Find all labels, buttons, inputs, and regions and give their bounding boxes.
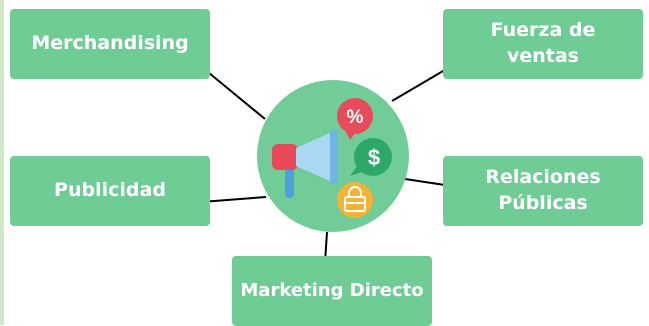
node-fuerza-de-ventas: Fuerza de ventas: [443, 9, 643, 79]
node-label-relaciones-publicas: Relaciones Públicas: [485, 166, 601, 214]
left-edge-strip: [0, 0, 4, 325]
svg-text:$: $: [368, 145, 380, 170]
node-relaciones-publicas: Relaciones Públicas: [443, 156, 643, 226]
node-merchandising: Merchandising: [10, 9, 210, 79]
node-marketing-directo: Marketing Directo: [232, 256, 432, 326]
node-label-marketing-directo: Marketing Directo: [240, 279, 424, 301]
megaphone-icon: [272, 130, 338, 198]
node-label-merchandising: Merchandising: [31, 32, 189, 55]
dollar-badge-icon: $: [350, 138, 392, 176]
arrow-to-publicidad: [199, 196, 267, 206]
node-label-publicidad: Publicidad: [54, 179, 166, 202]
node-label-fuerza-de-ventas: Fuerza de ventas: [490, 19, 596, 67]
shopping-bag-icon: [337, 182, 373, 218]
node-publicidad: Publicidad: [10, 156, 210, 226]
arrow-to-merchandising: [201, 66, 266, 120]
svg-text:%: %: [347, 107, 364, 128]
percent-badge-icon: %: [337, 98, 373, 140]
